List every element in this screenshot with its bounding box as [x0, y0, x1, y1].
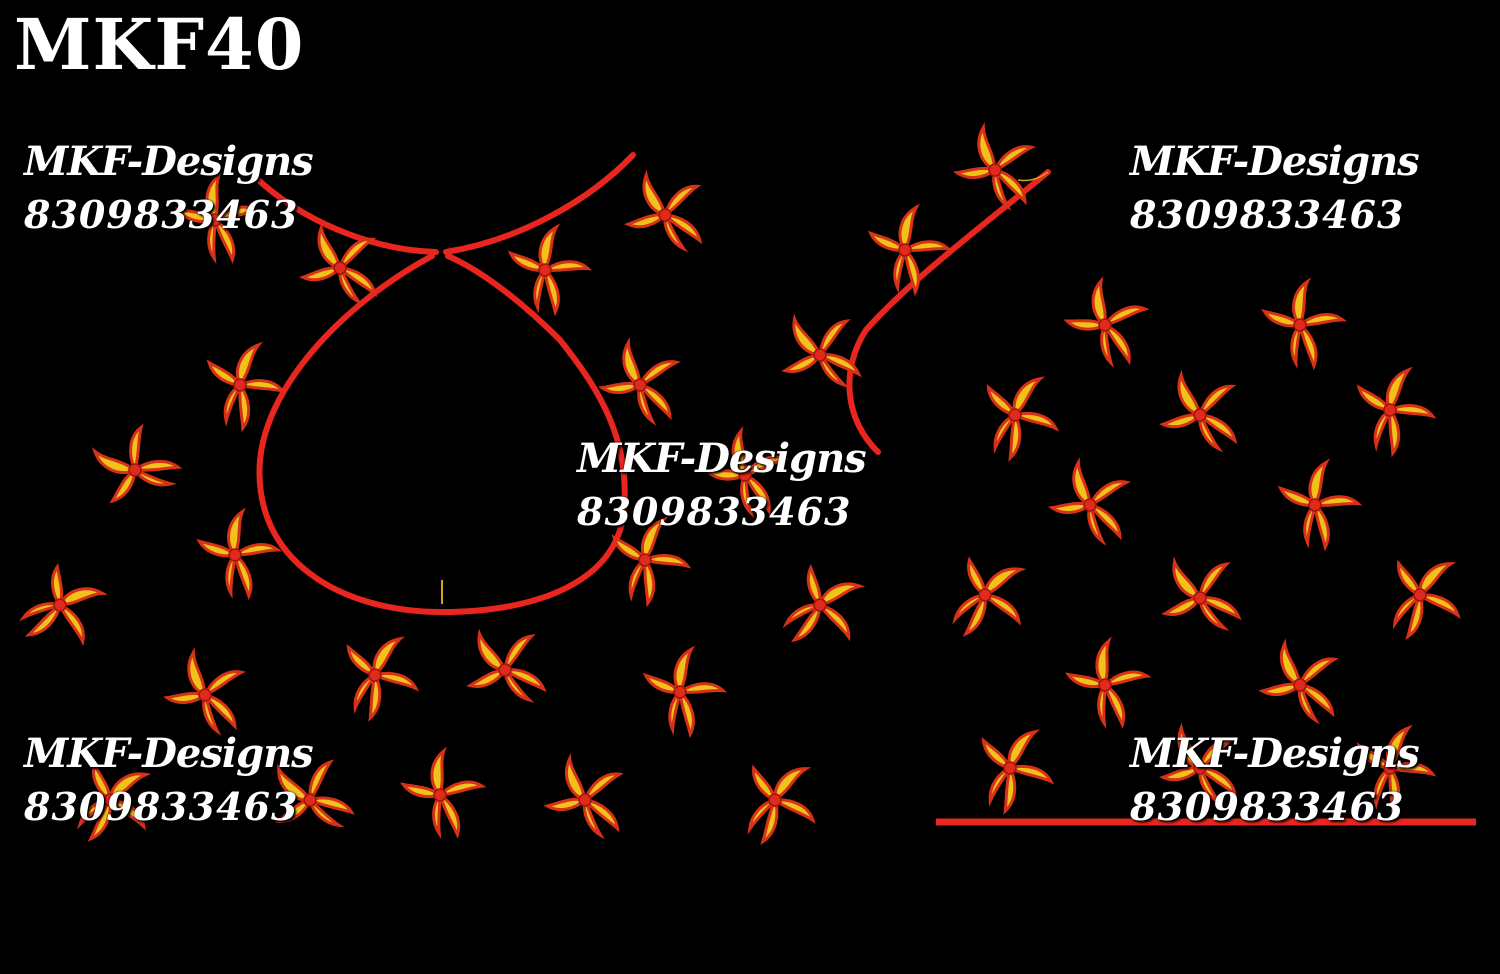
watermark-center: MKF-Designs 8309833463 — [577, 435, 867, 534]
back-neck-outline — [846, 169, 1051, 455]
front-neck-outline — [250, 152, 636, 616]
watermark-bottom-left: MKF-Designs 8309833463 — [24, 730, 314, 829]
watermark-phone: 8309833463 — [24, 784, 299, 829]
flower-motif-icon — [1143, 538, 1256, 652]
flower-motif-icon — [959, 355, 1076, 472]
flower-motif-icon — [1147, 358, 1253, 466]
watermark-top-left: MKF-Designs 8309833463 — [24, 138, 314, 237]
flower-motif-icon — [854, 194, 960, 301]
flower-motif-icon — [769, 552, 877, 658]
watermark-phone: 8309833463 — [1130, 192, 1405, 237]
watermark-phone: 8309833463 — [577, 489, 852, 534]
design-code: MKF40 — [14, 3, 305, 86]
flower-motif-icon — [186, 326, 299, 440]
watermark-top-right: MKF-Designs 8309833463 — [1130, 138, 1420, 237]
flower-motif-icon — [1364, 536, 1481, 652]
watermark-phone: 8309833463 — [1130, 784, 1405, 829]
watermark-brand: MKF-Designs — [1130, 138, 1420, 185]
flower-motif-icon — [1336, 351, 1449, 465]
flower-motif-icon — [186, 501, 287, 604]
flower-motif-icon — [954, 708, 1071, 825]
flower-motif-icon — [1065, 279, 1147, 365]
flower-motif-icon — [158, 643, 253, 741]
watermark-brand: MKF-Designs — [577, 435, 867, 482]
watermark-phone: 8309833463 — [24, 192, 299, 237]
watermark-bottom-right: MKF-Designs 8309833463 — [1130, 730, 1420, 829]
watermark-brand: MKF-Designs — [24, 730, 314, 777]
flower-motif-icon — [612, 158, 718, 266]
flower-motif-icon — [931, 538, 1045, 651]
flower-motif-icon — [535, 745, 635, 849]
flower-motif-icon — [1250, 630, 1350, 734]
flower-motif-icon — [14, 558, 112, 653]
watermark-brand: MKF-Designs — [24, 138, 314, 185]
flower-motif-icon — [719, 741, 836, 857]
flower-motif-icon — [1059, 633, 1154, 731]
flower-motif-icon — [76, 411, 190, 524]
flower-motif-icon — [629, 636, 735, 743]
flower-motif-icon — [1043, 453, 1138, 551]
flower-motif-icon — [448, 610, 561, 724]
flower-motif-icon — [394, 743, 489, 841]
flower-motif-icon — [319, 615, 436, 732]
flower-motif-icon — [1251, 271, 1352, 374]
flower-motif-icon — [1264, 449, 1370, 556]
flower-motif-icon — [948, 118, 1043, 216]
watermark-brand: MKF-Designs — [1130, 730, 1420, 777]
